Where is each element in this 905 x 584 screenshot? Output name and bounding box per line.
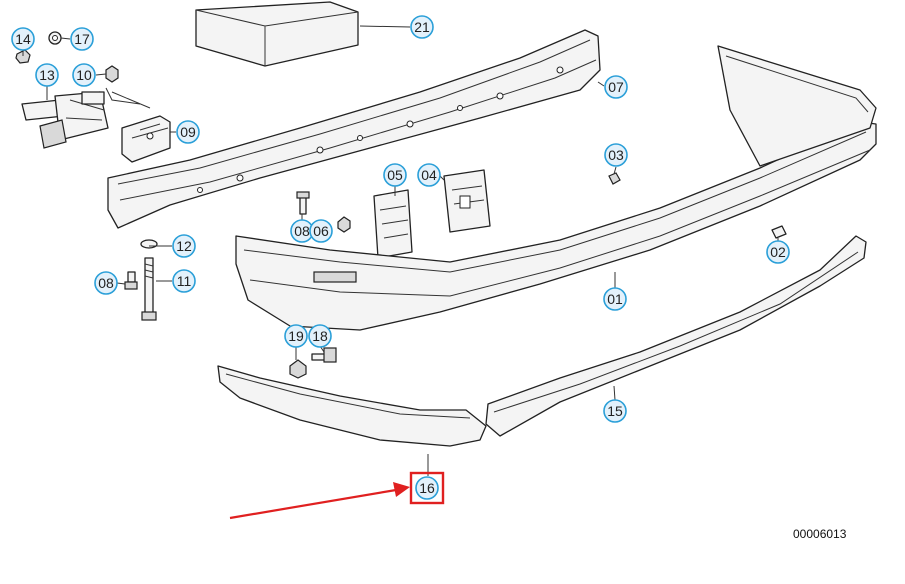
part-16-corner-trim: [217, 365, 487, 447]
callout-10[interactable]: 10: [72, 63, 96, 87]
callout-06[interactable]: 06: [309, 219, 333, 243]
callout-07[interactable]: 07: [604, 75, 628, 99]
callout-label: 19: [288, 328, 304, 344]
callout-11[interactable]: 11: [172, 269, 196, 293]
part-05-guide: [373, 189, 413, 259]
callout-label: 16: [419, 480, 435, 496]
part-07-bumper-carrier: [107, 29, 601, 229]
callout-label: 10: [76, 67, 92, 83]
part-13-impact-absorber: [21, 91, 109, 149]
part-17-washer: [48, 31, 62, 45]
callout-18[interactable]: 18: [308, 324, 332, 348]
callout-label: 08: [294, 223, 310, 239]
callout-label: 04: [421, 167, 437, 183]
callout-13[interactable]: 13: [35, 63, 59, 87]
diagram-code: 00006013: [793, 527, 847, 541]
callout-03[interactable]: 03: [604, 143, 628, 167]
callout-04[interactable]: 04: [417, 163, 441, 187]
part-08-bolt-upper: [296, 191, 310, 215]
part-06-nut: [337, 216, 351, 233]
callout-21[interactable]: 21: [410, 15, 434, 39]
callout-05[interactable]: 05: [383, 163, 407, 187]
callout-label: 17: [74, 31, 90, 47]
callout-label: 05: [387, 167, 403, 183]
callout-label: 03: [608, 147, 624, 163]
callout-label: 06: [313, 223, 329, 239]
callout-label: 07: [608, 79, 624, 95]
leader-lines: [22, 25, 779, 476]
callout-label: 01: [607, 291, 623, 307]
callout-label: 18: [312, 328, 328, 344]
part-12-washer: [140, 239, 158, 249]
callout-15[interactable]: 15: [603, 399, 627, 423]
callout-label: 13: [39, 67, 55, 83]
callout-label: 09: [180, 124, 196, 140]
callout-14[interactable]: 14: [11, 27, 35, 51]
callout-label: 15: [607, 403, 623, 419]
callout-label: 02: [770, 244, 786, 260]
part-09-bracket: [105, 87, 171, 163]
callout-17[interactable]: 17: [70, 27, 94, 51]
part-04-guide: [443, 169, 491, 233]
callout-01[interactable]: 01: [603, 287, 627, 311]
callout-02[interactable]: 02: [766, 240, 790, 264]
part-10-nut: [105, 65, 119, 83]
callout-label: 08: [98, 275, 114, 291]
part-08-bolt-lower: [124, 271, 138, 290]
part-18-bolt: [311, 347, 337, 363]
callout-08-lower[interactable]: 08: [94, 271, 118, 295]
part-19-nut: [289, 359, 307, 379]
callout-label: 21: [414, 19, 430, 35]
part-02-clip: [771, 225, 787, 239]
part-11-bolt: [141, 257, 157, 321]
callout-label: 11: [177, 273, 192, 289]
callout-19[interactable]: 19: [284, 324, 308, 348]
callout-09[interactable]: 09: [176, 120, 200, 144]
callout-12[interactable]: 12: [172, 234, 196, 258]
highlight-arrow: [229, 482, 410, 520]
part-21-box: [195, 1, 359, 67]
callout-label: 12: [176, 238, 192, 254]
highlight-box: [409, 471, 445, 505]
callout-label: 14: [15, 31, 31, 47]
part-03-clip: [608, 172, 621, 185]
callout-16[interactable]: 16: [409, 471, 445, 505]
part-15-trim-strip: [485, 235, 867, 437]
